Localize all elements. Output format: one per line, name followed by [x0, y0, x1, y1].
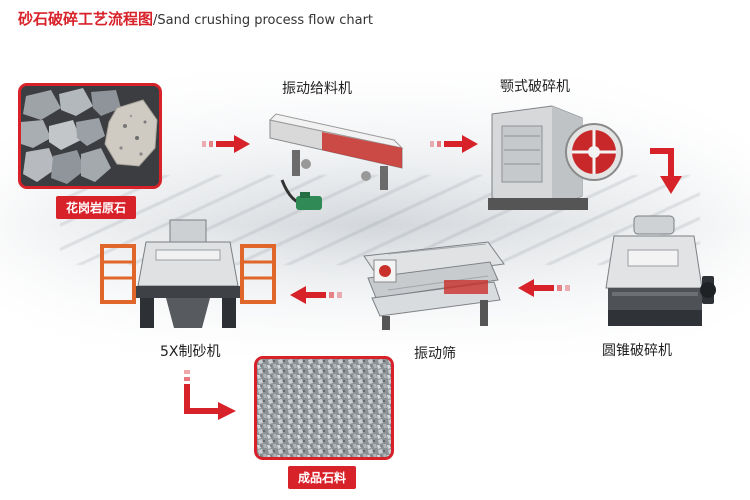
gravel-picture	[257, 359, 391, 457]
arrow-left-icon	[290, 286, 342, 304]
sand-maker-machine	[100, 219, 276, 328]
arrow-right-icon	[430, 135, 478, 153]
jaw-crusher-machine	[488, 105, 623, 210]
sand-maker-label: 5X制砂机	[160, 344, 221, 360]
cone-crusher-machine	[605, 215, 716, 326]
arrow-right-icon	[202, 135, 250, 153]
arrow-down-turn-icon	[184, 370, 236, 420]
title-english: /Sand crushing process flow chart	[153, 13, 374, 28]
granite-rocks-picture	[21, 86, 159, 186]
cone-crusher-label: 圆锥破碎机	[602, 343, 672, 359]
vibrating-feeder-label: 振动给料机	[282, 81, 352, 97]
title-chinese: 砂石破碎工艺流程图	[18, 10, 154, 28]
page-title: 砂石破碎工艺流程图/Sand crushing process flow cha…	[18, 8, 373, 29]
arrow-down-right-icon	[650, 148, 682, 194]
vibrating-screen-machine	[363, 241, 505, 330]
finished-stone-image	[254, 356, 394, 460]
raw-stone-image	[18, 83, 162, 189]
jaw-crusher-label: 颚式破碎机	[500, 79, 570, 95]
vibrating-screen-label: 振动筛	[414, 346, 456, 362]
raw-stone-label: 花岗岩原石	[56, 196, 137, 219]
arrow-left-icon	[518, 279, 570, 297]
finished-stone-label: 成品石料	[288, 466, 357, 489]
vibrating-feeder-machine	[268, 113, 404, 210]
